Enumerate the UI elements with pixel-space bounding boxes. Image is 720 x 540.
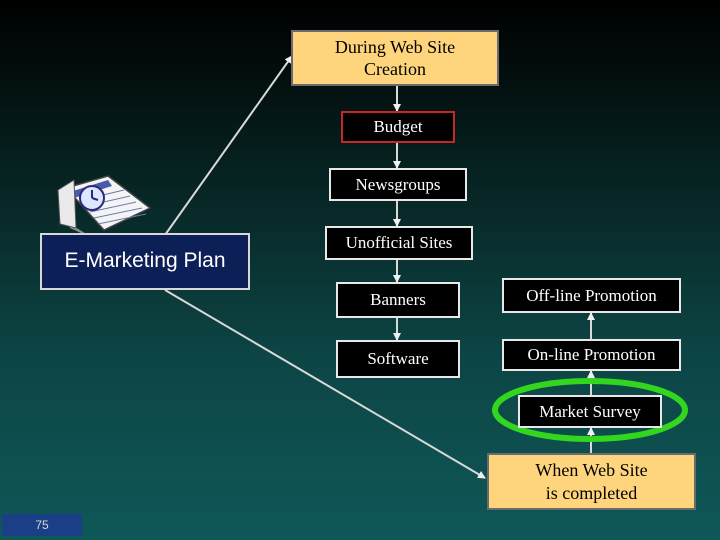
during-creation-box: During Web Site Creation — [291, 30, 499, 86]
software-label: Software — [367, 349, 429, 369]
newsgroups-label: Newsgroups — [355, 174, 441, 194]
connector-plan-to-creation — [164, 55, 293, 236]
during-creation-label: During Web Site Creation — [334, 36, 456, 80]
market-survey-label: Market Survey — [539, 401, 641, 421]
offline-promotion-box: Off-line Promotion — [502, 278, 681, 313]
online-promotion-box: On-line Promotion — [502, 339, 681, 371]
completed-label: When Web Site is completed — [535, 460, 648, 503]
offline-promotion-label: Off-line Promotion — [526, 285, 657, 305]
slide-number: 75 — [2, 514, 82, 536]
newsgroups-box: Newsgroups — [329, 168, 467, 201]
completed-box: When Web Site is completed — [487, 453, 696, 510]
unofficial-sites-box: Unofficial Sites — [325, 226, 473, 260]
e-marketing-plan-label: E-Marketing Plan — [64, 249, 226, 273]
highlight-ellipse — [492, 378, 688, 442]
online-promotion-label: On-line Promotion — [527, 345, 656, 365]
calendar-clipart-icon — [57, 175, 152, 240]
market-survey-box: Market Survey — [518, 395, 662, 428]
budget-box: Budget — [341, 111, 455, 143]
connector-plan-to-completed — [164, 289, 486, 479]
banners-box: Banners — [336, 282, 460, 318]
unofficial-sites-label: Unofficial Sites — [345, 233, 453, 253]
banners-label: Banners — [370, 290, 426, 310]
software-box: Software — [336, 340, 460, 378]
e-marketing-plan-box: E-Marketing Plan — [40, 233, 250, 290]
budget-label: Budget — [373, 117, 423, 137]
